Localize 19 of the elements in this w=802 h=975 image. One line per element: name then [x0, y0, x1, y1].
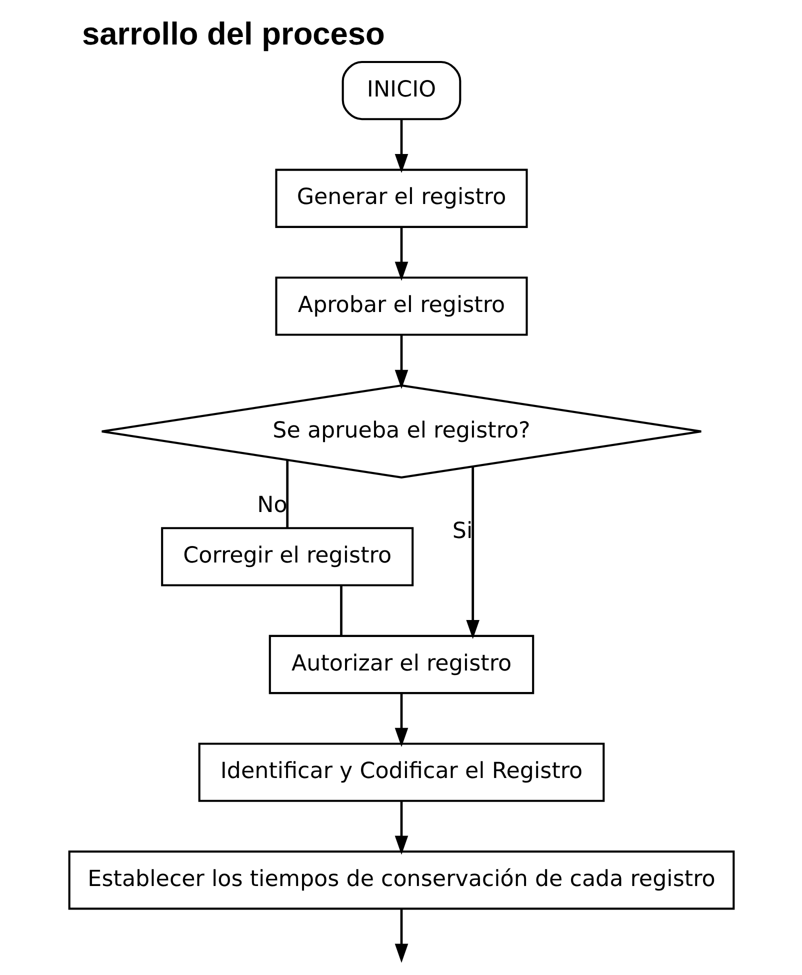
arrow [394, 227, 408, 281]
arrow [394, 119, 408, 173]
arrow [394, 693, 408, 747]
node-box: Corregir el registro [160, 527, 414, 586]
arrow [394, 908, 408, 963]
node-box: Aprobar el registro [274, 276, 528, 336]
connector [286, 460, 288, 528]
edge-label: Si [452, 518, 472, 544]
node-box: Autorizar el registro [268, 634, 534, 694]
node-box: INICIO [341, 61, 461, 120]
diagram-title: sarrollo del proceso [82, 16, 384, 52]
node-box: Identificar y Codificar el Registro [198, 742, 604, 802]
node-box: Generar el registro [274, 168, 528, 228]
arrow [466, 466, 480, 640]
node-diamond: Se aprueba el registro? [100, 384, 702, 478]
connector [340, 586, 342, 636]
arrow [394, 801, 408, 855]
node-box: Establecer los tiempos de conservación de cada registro [68, 850, 734, 910]
arrow [394, 335, 408, 389]
